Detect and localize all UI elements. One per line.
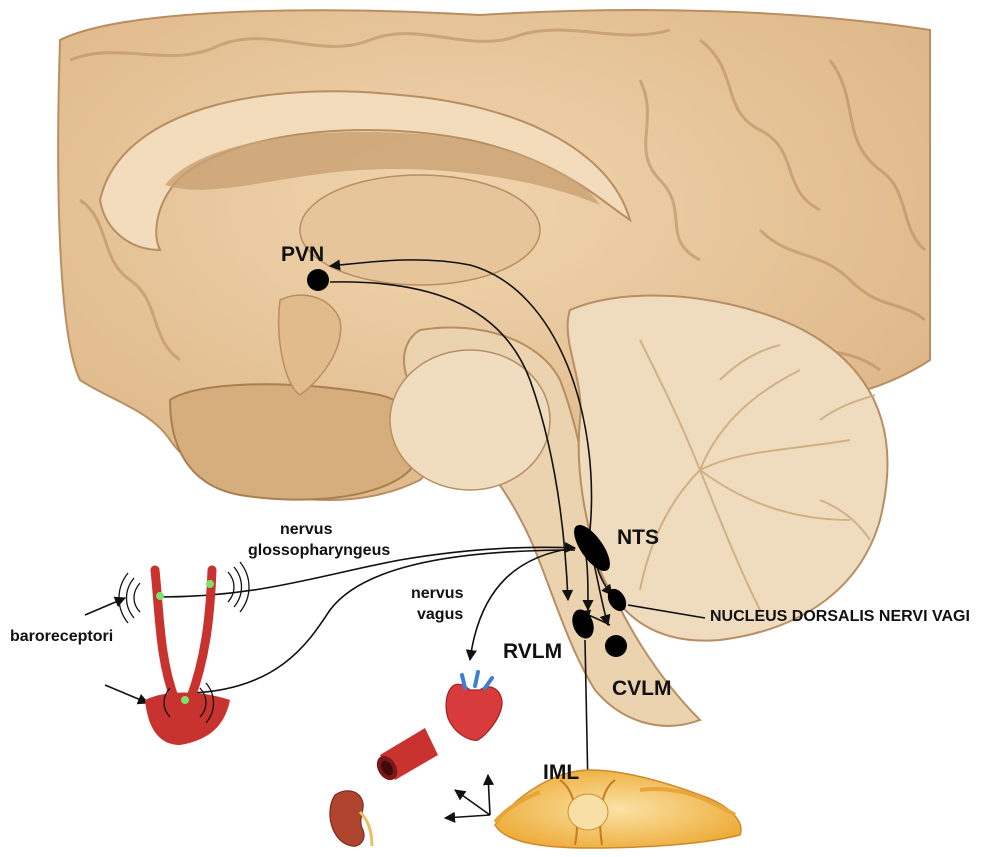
label-nervus-vagus-2: vagus — [417, 606, 463, 624]
label-nervus-glosso-1: nervus — [280, 521, 332, 539]
label-pvn: PVN — [281, 243, 324, 267]
carotid-artery — [119, 562, 249, 745]
temporal-lobe — [170, 384, 420, 499]
heart-icon — [446, 672, 502, 740]
label-nts: NTS — [617, 526, 659, 550]
label-cvlm: CVLM — [612, 677, 672, 701]
label-iml: IML — [543, 761, 579, 785]
label-nucleus-dorsalis: NUCLEUS DORSALIS NERVI VAGI — [710, 608, 970, 626]
label-nervus-glosso-2: glossopharyngeus — [248, 542, 390, 560]
spinal-cord-section — [495, 770, 741, 848]
blood-vessel-icon — [373, 728, 438, 784]
pvn-nucleus — [307, 269, 329, 291]
cvlm-nucleus — [605, 635, 627, 657]
label-rvlm: RVLM — [503, 640, 562, 664]
label-nervus-vagus-1: nervus — [411, 585, 463, 603]
thalamus — [300, 175, 540, 285]
label-baroreceptori: baroreceptori — [10, 628, 113, 646]
kidney-icon — [330, 791, 372, 846]
